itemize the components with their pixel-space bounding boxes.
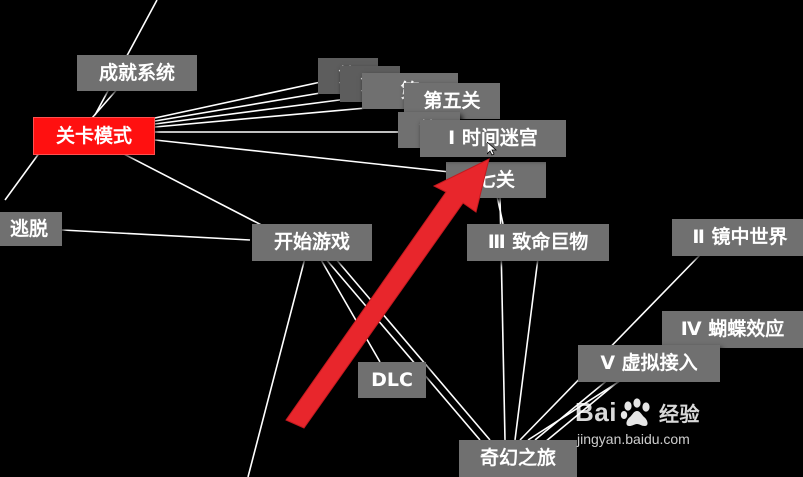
node-virtual-access[interactable]: Ⅴ 虚拟接入 <box>578 345 720 382</box>
node-achievement-system[interactable]: 成就系统 <box>77 55 197 91</box>
watermark-url: jingyan.baidu.com <box>577 431 690 447</box>
node-mirror-world[interactable]: Ⅱ 镜中世界 <box>672 219 803 256</box>
node-escape[interactable]: 逃脱 <box>0 212 62 246</box>
watermark-brand-left: Bai <box>575 397 617 427</box>
node-level-seven[interactable]: 七关 <box>446 162 546 198</box>
node-time-maze[interactable]: Ⅰ 时间迷宫 <box>420 120 566 157</box>
watermark-brand-right: 经验 <box>658 402 700 426</box>
mouse-cursor-icon <box>487 142 497 156</box>
node-dlc[interactable]: DLC <box>358 362 426 398</box>
node-start-game[interactable]: 开始游戏 <box>252 224 372 261</box>
node-butterfly-effect[interactable]: Ⅳ 蝴蝶效应 <box>662 311 803 348</box>
node-level-mode[interactable]: 关卡模式 <box>33 117 155 155</box>
baidu-paw-icon <box>620 397 650 426</box>
watermark-brand: Bai 经验 <box>575 397 700 428</box>
node-fantasy-journey[interactable]: 奇幻之旅 <box>459 440 577 477</box>
node-deadly-monster[interactable]: Ⅲ 致命巨物 <box>467 224 609 261</box>
watermark: Bai 经验 jingyan.baidu.com <box>575 397 765 455</box>
